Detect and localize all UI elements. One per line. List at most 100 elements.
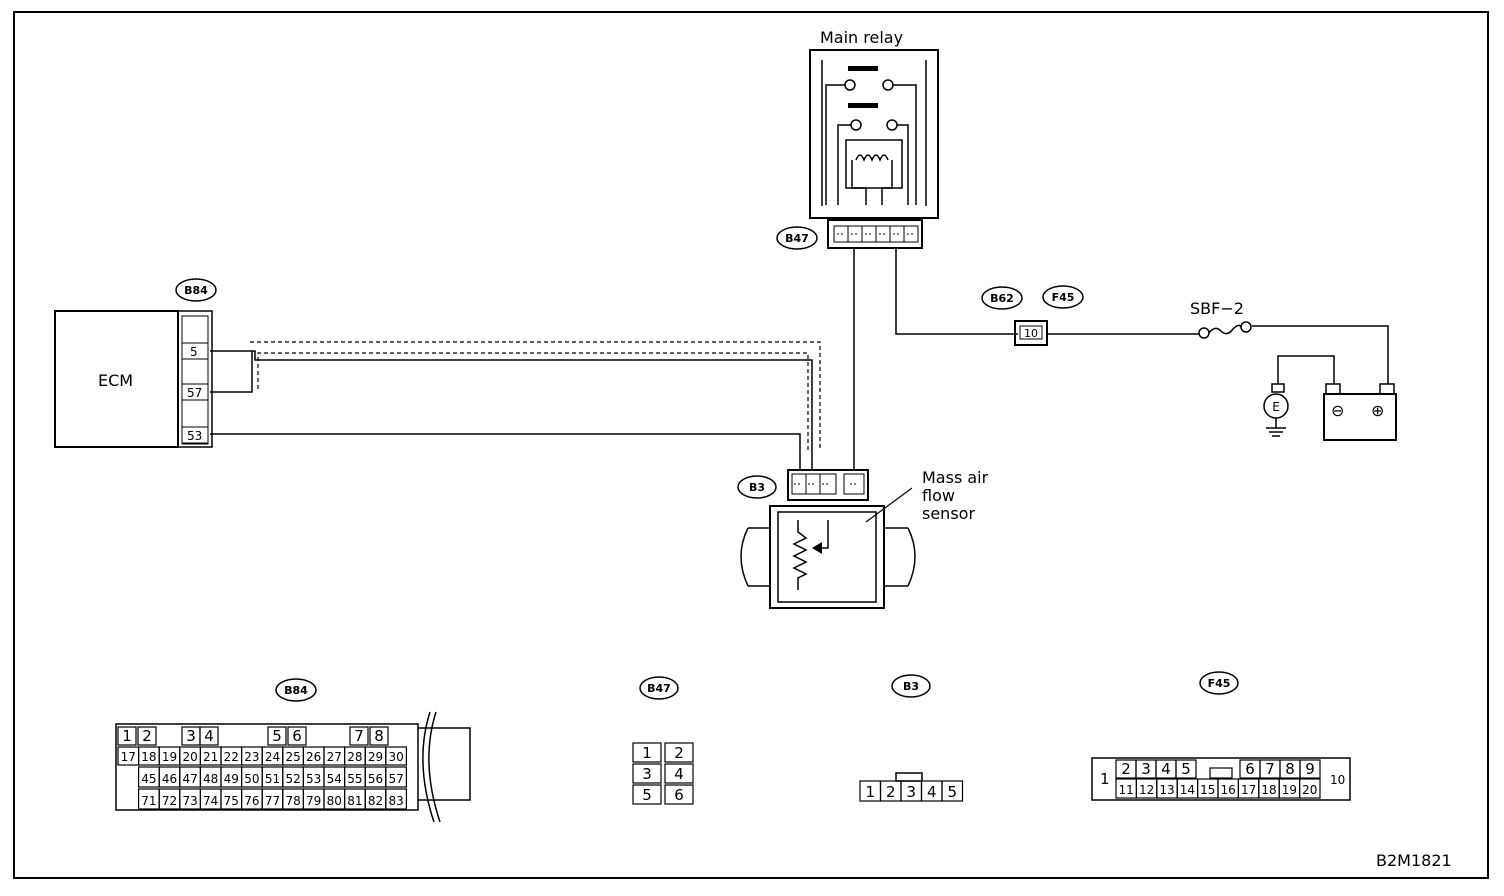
f45-pin-2: 2 — [1121, 760, 1131, 778]
b62-f45-connector: B62 F45 10 — [981, 285, 1084, 346]
b3-pin-2: 2 — [886, 783, 896, 801]
f45-pin-20: 20 — [1302, 783, 1317, 797]
b84-pin-7-cell — [349, 726, 369, 746]
b84-pin-28: 28 — [347, 750, 362, 764]
f45-pin-7: 7 — [1265, 760, 1275, 778]
b3-pin-4: 4 — [927, 783, 937, 801]
b84-pin-30: 30 — [388, 750, 403, 764]
b84-pin-30-cell — [385, 746, 407, 766]
b84-pin-48: 48 — [203, 772, 218, 786]
b47-pin-2-cell — [664, 742, 694, 763]
f45-pin-1: 1 — [1100, 770, 1110, 788]
f45-pin-19: 19 — [1282, 783, 1297, 797]
b3-pin-3: 3 — [906, 783, 916, 801]
b84-pin-78: 78 — [285, 794, 300, 808]
b84-pin-21: 21 — [203, 750, 218, 764]
b84-pin-80: 80 — [327, 794, 342, 808]
f45-pin-5-cell — [1175, 759, 1197, 779]
b84-pin-4: 4 — [204, 727, 214, 745]
battery-negative: ⊖ — [1331, 401, 1344, 420]
b47-harness-connector: B47 — [776, 219, 923, 250]
b84-pin-6: 6 — [292, 727, 302, 745]
b47-pin-6-cell — [664, 784, 694, 805]
f45-pin-20-cell — [1298, 778, 1321, 799]
b84-pin-1-cell — [117, 726, 137, 746]
b84-pin-81: 81 — [347, 794, 362, 808]
b62-tag-text: B62 — [990, 292, 1014, 305]
b84-pin-52: 52 — [285, 772, 300, 786]
b84-pin-74: 74 — [203, 794, 218, 808]
b84-pin-23: 23 — [244, 750, 259, 764]
f45-pin-17: 17 — [1241, 783, 1256, 797]
b47-pin-6: 6 — [674, 786, 684, 804]
b47-pin-2: 2 — [674, 744, 684, 762]
b84-tag — [175, 278, 217, 302]
f45-tag-text: F45 — [1052, 291, 1075, 304]
b84-pin-77: 77 — [265, 794, 280, 808]
main-relay-label: Main relay — [820, 28, 903, 47]
diagram-frame — [13, 11, 1489, 879]
b84-pin-25: 25 — [285, 750, 300, 764]
battery-positive: ⊕ — [1371, 401, 1384, 420]
ground-label: E — [1272, 400, 1280, 414]
b84-pin-72: 72 — [162, 794, 177, 808]
f45-pin-13: 13 — [1159, 783, 1174, 797]
f45-terminal-10: 10 — [1024, 327, 1038, 340]
f45-pin-9-cell — [1299, 759, 1321, 779]
b84-pin-7: 7 — [354, 727, 364, 745]
b47-pin-1: 1 — [642, 744, 652, 762]
b3-tag-text: B3 — [749, 481, 765, 494]
ecm: ECM 5 57 53 B84 — [54, 278, 217, 448]
b47-pin-3-cell — [632, 763, 662, 784]
b84-pin-79: 79 — [306, 794, 321, 808]
b47-tag — [776, 226, 818, 250]
b3-tag — [737, 475, 777, 499]
battery: ⊖ ⊕ — [1323, 383, 1397, 441]
b84-pin-47: 47 — [182, 772, 197, 786]
ecm-label: ECM — [98, 371, 133, 390]
b84-pin-53: 53 — [306, 772, 321, 786]
b84-pin-51: 51 — [265, 772, 280, 786]
b47-pin-4: 4 — [674, 765, 684, 783]
b84-pin-19: 19 — [162, 750, 177, 764]
b84-pin-4-cell — [199, 726, 219, 746]
fuse-sbf-2: SBF−2 — [1190, 299, 1252, 339]
b84-pin-49: 49 — [224, 772, 239, 786]
ecm-pin-57: 57 — [187, 386, 202, 400]
b84-pin-18: 18 — [141, 750, 156, 764]
b84-pin-83-cell — [385, 788, 407, 810]
fuse-label: SBF−2 — [1190, 299, 1244, 318]
f45-pin-4: 4 — [1161, 760, 1171, 778]
b84-pin-8: 8 — [374, 727, 384, 745]
f45-pin-18: 18 — [1261, 783, 1276, 797]
b84-pin-6-cell — [287, 726, 307, 746]
b84-pin-17: 17 — [121, 750, 136, 764]
f45-pin-9: 9 — [1305, 760, 1315, 778]
b84-pin-57-cell — [385, 766, 407, 788]
ground-symbol: E — [1263, 383, 1289, 437]
b84-pin-22: 22 — [224, 750, 239, 764]
ecm-pin-53: 53 — [187, 429, 202, 443]
b84-pin-2-cell — [137, 726, 157, 746]
b47-pin-5-cell — [632, 784, 662, 805]
b84-pin-27: 27 — [327, 750, 342, 764]
ecm-pin-5: 5 — [190, 345, 198, 359]
f45-pin-15: 15 — [1200, 783, 1215, 797]
b47-pin-5: 5 — [642, 786, 652, 804]
b84-view-tag: B84 — [284, 684, 308, 697]
f45-pin-6: 6 — [1245, 760, 1255, 778]
b84-tag-text: B84 — [184, 284, 208, 297]
b84-pin-24: 24 — [265, 750, 280, 764]
b84-pin-75: 75 — [224, 794, 239, 808]
b3-pin-1: 1 — [865, 783, 875, 801]
b3-pin-5: 5 — [947, 783, 957, 801]
maf-label-line-1: Mass air — [922, 468, 989, 487]
f45-pin-8: 8 — [1285, 760, 1295, 778]
b84-pin-56: 56 — [368, 772, 383, 786]
b84-pin-5: 5 — [272, 727, 282, 745]
